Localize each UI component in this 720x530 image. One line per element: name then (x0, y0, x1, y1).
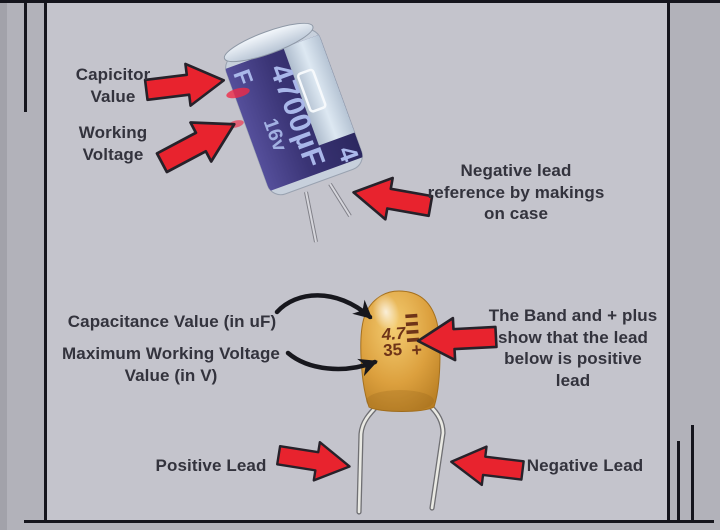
stripe-rectangle-mark (297, 68, 327, 113)
red-dot-mark-1 (226, 87, 250, 99)
tantalum-highlight (372, 293, 400, 331)
label-capacitance-value: Capacitance Value (in uF) (67, 312, 277, 331)
tantalum-bottom-shade (366, 390, 434, 412)
label-working-voltage: Working Voltage (78, 123, 148, 164)
curved-arrow-voltage (285, 350, 378, 377)
label-negative-lead: Negative Lead (526, 456, 644, 475)
label-capacitor-value: Capicitor Value (75, 65, 151, 106)
tantalum-capacitance-marking: 4.7 (380, 324, 407, 345)
label-band-note: The Band and + plus show that the lead b… (488, 306, 658, 390)
frame-line-left (44, 0, 47, 521)
electrolytic-top-face (223, 22, 314, 63)
frame-line-right (667, 0, 670, 521)
accent-line-top-left (24, 0, 27, 112)
label-positive-lead: Positive Lead (155, 456, 267, 475)
frame-line-top (0, 0, 720, 3)
electrolytic-capacitor: 4700µF 16v F 4 (223, 22, 365, 243)
tantalum-voltage-marking: 35 (383, 340, 403, 360)
electrolytic-leads (304, 182, 352, 243)
polarity-band-bar (405, 321, 419, 327)
tantalum-capacitor: 4.7 35 + (356, 290, 446, 515)
accent-line-bottom-right-2 (691, 425, 694, 521)
label-negative-lead-note: Negative lead reference by makings on ca… (427, 161, 605, 223)
label-max-working-voltage: Maximum Working Voltage Value (in V) (62, 344, 280, 385)
polarity-band-bar (406, 329, 419, 335)
curved-arrow-capacitance (274, 293, 373, 320)
accent-line-bottom-right-1 (677, 441, 680, 521)
polarity-band-bar (406, 337, 420, 343)
left-edge-strip (0, 0, 7, 530)
tantalum-leads (356, 401, 446, 515)
tantalum-polarity-marking: + (411, 340, 423, 361)
tantalum-markings: 4.7 35 + (380, 313, 423, 361)
polarity-band-bar (405, 313, 418, 319)
frame-line-bottom (24, 520, 714, 523)
